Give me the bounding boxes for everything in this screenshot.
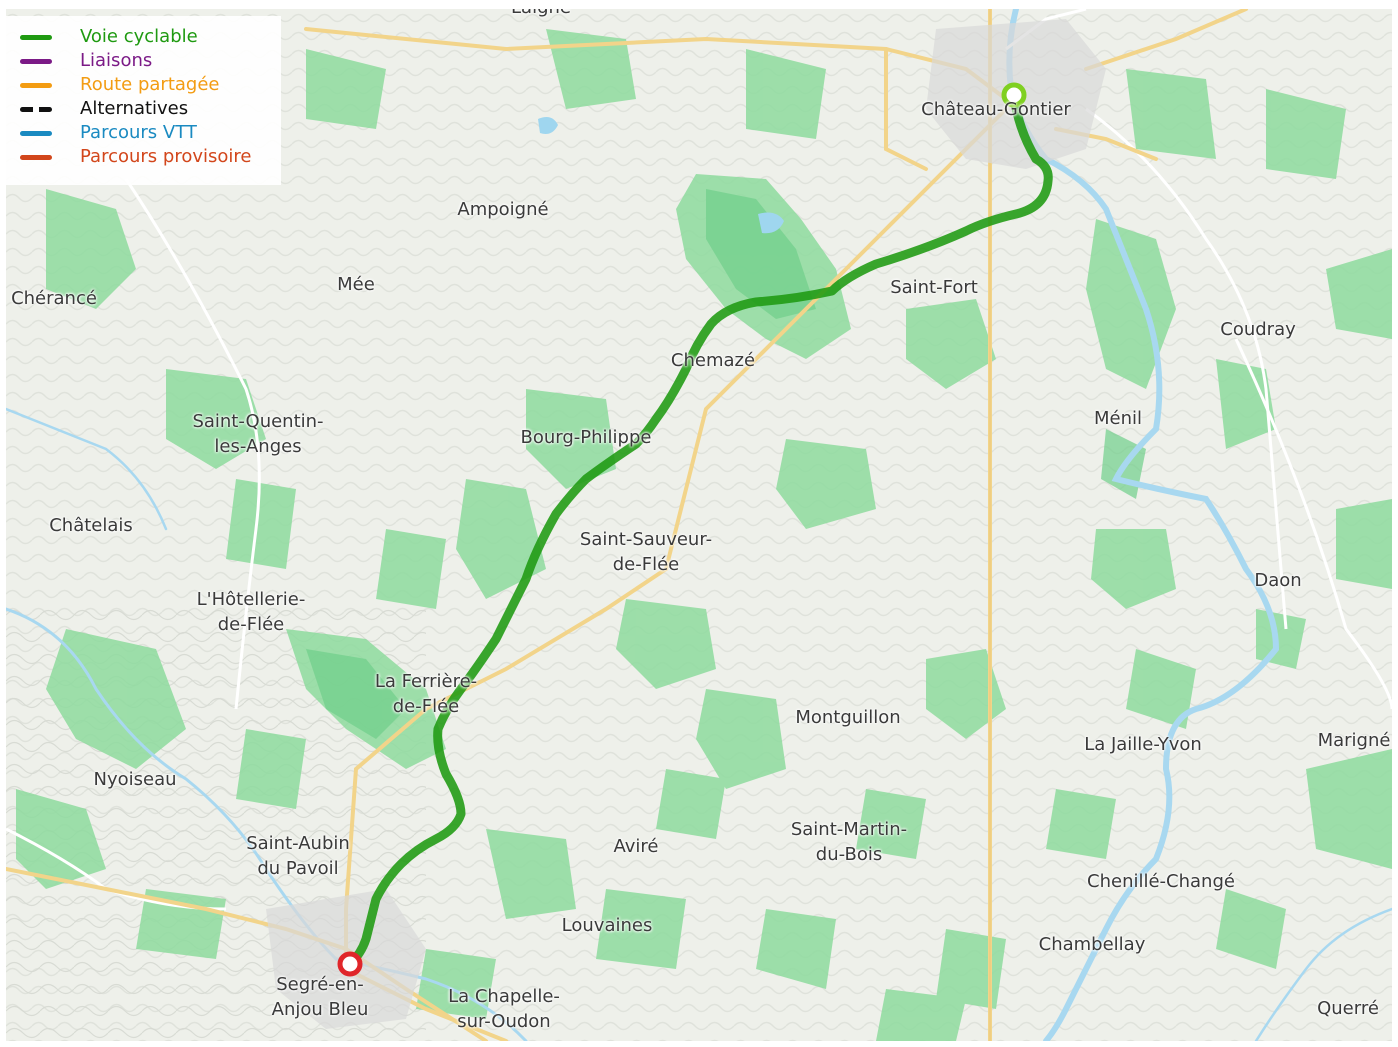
place-label-mee: Mée [337,274,375,295]
legend-label: Voie cyclable [80,26,198,47]
place-label-marigne: Marigné [1317,730,1391,751]
legend-item-liaisons[interactable]: Liaisons [20,49,152,73]
place-label-saint-martin: Saint-Martin- du-Bois [790,819,908,865]
legend-item-parcours-vtt[interactable]: Parcours VTT [20,121,197,145]
legend-swatch-liaisons [20,58,52,64]
legend-label: Liaisons [80,50,153,71]
legend-swatch-parcours-provisoire [20,154,52,160]
place-label-ampoigne: Ampoigné [457,199,549,220]
place-label-querre: Querré [1317,998,1379,1019]
legend-item-parcours-provisoire[interactable]: Parcours provisoire [20,145,251,169]
place-label-montguillon: Montguillon [795,707,901,728]
map-legend: Voie cyclable Liaisons Route partagée Al… [6,16,281,185]
place-label-laigne: Laigné [511,9,571,20]
legend-swatch-route-partagee [20,82,52,88]
place-label-la-jaille-yvon: La Jaille-Yvon [1084,734,1202,755]
route-end-marker[interactable] [337,951,363,977]
place-label-daon: Daon [1254,570,1302,591]
place-label-hotellerie: L'Hôtellerie- de-Flée [196,589,306,635]
legend-label: Parcours VTT [80,122,197,143]
place-label-coudray: Coudray [1220,319,1296,340]
legend-item-route-partagee[interactable]: Route partagée [20,73,220,97]
legend-swatch-parcours-vtt [20,130,52,136]
place-label-saint-sauveur: Saint-Sauveur- de-Flée [579,529,713,575]
lake [758,212,784,234]
route-start-marker[interactable] [1001,82,1027,108]
legend-item-alternatives[interactable]: Alternatives [20,97,188,121]
legend-item-voie-cyclable[interactable]: Voie cyclable [20,25,198,49]
river-oudon [6,607,528,1041]
map-canvas[interactable]: Laigné Château-Gontier Ampoigné Saint-Fo… [6,9,1392,1041]
place-label-la-ferriere: La Ferrière- de-Flée [374,671,478,717]
legend-label: Route partagée [80,74,220,95]
place-label-chenille-change: Chenillé-Changé [1087,871,1235,892]
place-label-la-chapelle: La Chapelle- sur-Oudon [448,986,560,1032]
legend-swatch-voie-cyclable [20,34,52,40]
legend-label: Alternatives [80,98,189,119]
place-label-bourg-philippe: Bourg-Philippe [520,427,652,448]
river-verzee [6,407,168,531]
place-label-avire: Aviré [613,836,659,857]
legend-swatch-alternatives [20,106,52,112]
cycle-route[interactable] [345,90,1053,969]
place-label-segre: Segré-en- Anjou Bleu [271,974,369,1020]
place-label-saint-quentin: Saint-Quentin- les-Anges [192,411,324,457]
place-label-menil: Ménil [1093,408,1143,429]
place-label-chambellay: Chambellay [1038,934,1146,955]
place-label-chatelais: Châtelais [49,515,133,536]
place-label-louvaines: Louvaines [561,915,653,936]
stream-querre [1254,907,1392,1041]
place-label-cherance: Chérancé [11,288,97,309]
place-label-saint-fort: Saint-Fort [890,277,978,298]
place-label-saint-aubin: Saint-Aubin du Pavoil [246,833,350,879]
place-label-nyoiseau: Nyoiseau [93,769,177,790]
lake-small [538,117,558,134]
place-label-chateau-gontier: Château-Gontier [921,99,1071,120]
river-mayenne [1006,9,1280,1041]
legend-label: Parcours provisoire [80,146,252,167]
place-label-chemaze: Chemazé [670,350,756,371]
